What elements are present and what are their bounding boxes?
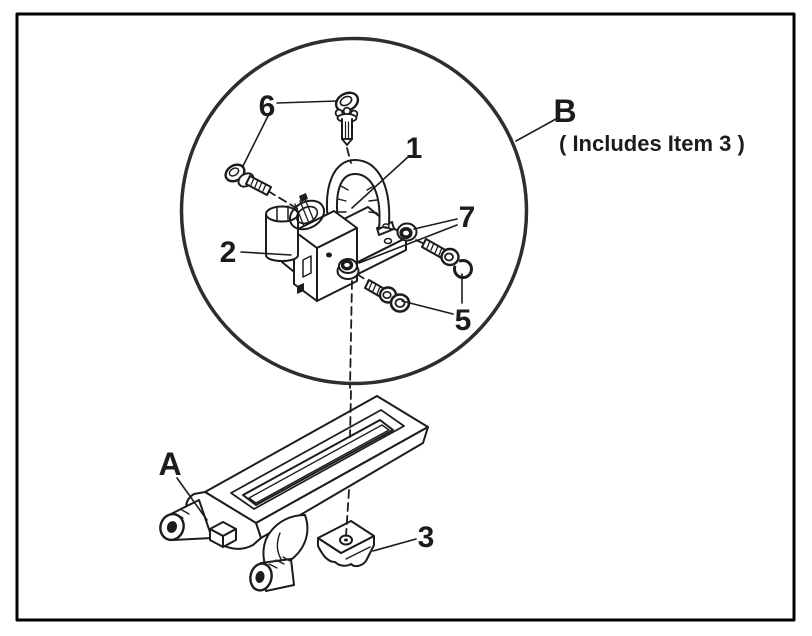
- centerline-dashes: [267, 147, 430, 389]
- detail-b-label: B: [553, 93, 576, 129]
- callout-labels: 6 1 7 2 5 3 A B ( Includes Item 3 ): [158, 90, 744, 554]
- part-bracket-assembly-a: [159, 395, 429, 592]
- fastener-thumbscrew-item6: [334, 91, 360, 146]
- leader-5-to-screw: [401, 300, 454, 315]
- fastener-screw-item5-right: [421, 238, 473, 279]
- leader-lines: [176, 100, 557, 552]
- foot-hatching: [268, 556, 291, 569]
- leader-a: [176, 477, 208, 521]
- callout-3-label: 3: [418, 521, 435, 554]
- callout-5-label: 5: [455, 304, 472, 337]
- bracket-arm-curve: [262, 514, 309, 572]
- leader-2: [240, 251, 292, 256]
- callout-7-label: 7: [459, 201, 476, 234]
- leader-3: [372, 538, 417, 552]
- leader-7-to-washer: [413, 218, 458, 230]
- callout-6-label: 6: [259, 90, 276, 123]
- thread-hatching: [426, 240, 443, 256]
- figure-border: [15, 12, 796, 622]
- leader-b: [515, 118, 557, 142]
- callout-2-label: 2: [220, 236, 237, 269]
- guard-hatching: [337, 185, 378, 214]
- detail-b-note: ( Includes Item 3 ): [559, 131, 745, 156]
- leader-1: [351, 156, 409, 209]
- leader-7-to-nut: [358, 224, 458, 264]
- fastener-washer-item7: [396, 222, 418, 242]
- part-clamp-item3: [317, 520, 375, 568]
- callout-1-label: 1: [406, 132, 423, 165]
- thread-hatching: [250, 177, 267, 192]
- leader-6-to-thumbscrew: [276, 100, 338, 104]
- part-center-block: [293, 210, 358, 302]
- bracket-knob: [209, 521, 237, 548]
- leader-6-to-screw: [242, 115, 269, 167]
- thread-hatching: [368, 281, 381, 295]
- callout-a-label: A: [158, 446, 181, 482]
- part-collar-item2: [265, 205, 299, 262]
- centerline-dashes-lower: [345, 390, 352, 537]
- boss-hatching: [175, 509, 190, 519]
- retaining-ring: [453, 259, 473, 279]
- fastener-screw-item6-left: [224, 163, 272, 196]
- detail-bubble-circle: [179, 36, 529, 386]
- fastener-nut-item7: [336, 258, 360, 280]
- diagram-art: 6 1 7 2 5 3 A B ( Includes Item 3 ): [15, 12, 796, 622]
